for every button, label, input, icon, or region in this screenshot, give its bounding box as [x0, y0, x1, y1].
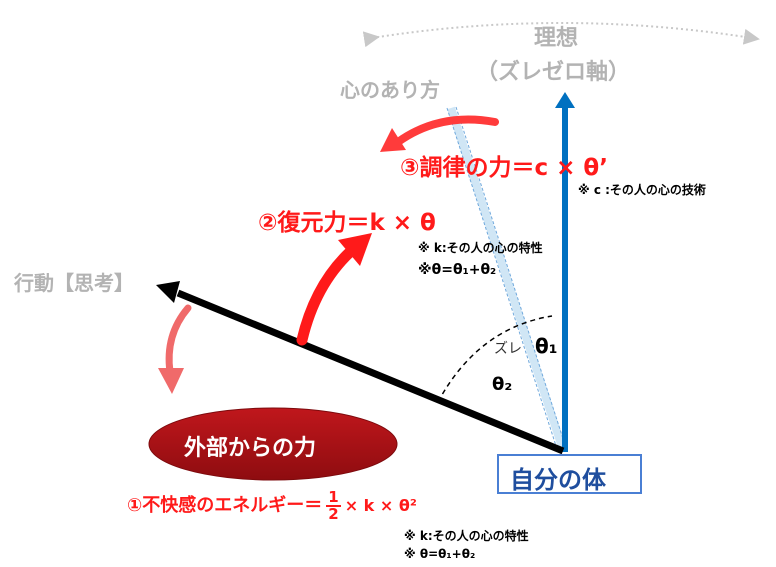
ideal-axis-arrow — [555, 92, 575, 452]
external-force-ellipse — [148, 407, 398, 481]
restoring-force-label: ②復元力＝k × θ — [258, 210, 436, 236]
theta1-label: θ₁ — [535, 334, 558, 358]
external-push-arrow — [158, 304, 192, 394]
discomfort-prefix: ①不快感のエネルギー＝ — [127, 495, 323, 516]
external-force-label: 外部からの力 — [184, 436, 317, 461]
k-definition-note: ※ k:その人の心の特性 — [418, 241, 543, 255]
k-definition-note-bottom: ※ k:その人の心の特性 — [404, 529, 529, 543]
restoring-arrow — [296, 233, 372, 346]
theta-definition-note-bottom: ※ θ=θ₁+θ₂ — [404, 547, 476, 561]
theta2-label: θ₂ — [492, 374, 513, 395]
action-arrow — [156, 281, 565, 455]
zure-label: ズレ — [494, 341, 522, 357]
theta-definition-note: ※θ=θ₁+θ₂ — [418, 262, 497, 278]
fraction-numerator: 1 — [326, 488, 341, 507]
c-definition-note: ※ c :その人の心の技術 — [578, 183, 706, 197]
mind-label: 心のあり方 — [340, 78, 440, 102]
fraction-denominator: 2 — [328, 505, 339, 523]
ideal-sub-label: （ズレゼロ軸） — [476, 60, 631, 85]
regulation-arrow — [380, 115, 499, 152]
action-label: 行動【思考】 — [14, 271, 134, 295]
regulation-force-label: ③調律の力＝c × θ’ — [400, 155, 608, 181]
ideal-label: 理想 — [534, 26, 579, 51]
body-label: 自分の体 — [510, 466, 606, 494]
swing-arc — [362, 22, 760, 48]
mind-line — [446, 106, 568, 453]
discomfort-suffix: × k × θ² — [344, 496, 417, 515]
angle-arc — [437, 315, 553, 403]
body-box — [497, 454, 642, 494]
